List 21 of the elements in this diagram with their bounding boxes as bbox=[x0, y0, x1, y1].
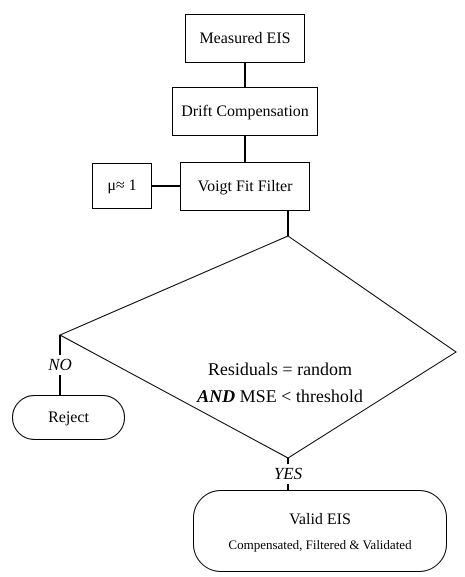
connector-line bbox=[244, 63, 246, 87]
node-text: Valid EIS bbox=[289, 510, 351, 530]
node-text: Voigt Fit Filter bbox=[198, 176, 292, 196]
process-box bbox=[172, 87, 318, 136]
terminal-box bbox=[193, 490, 447, 572]
node-text: Measured EIS bbox=[199, 28, 291, 48]
connector-line bbox=[287, 211, 289, 236]
node-text: Reject bbox=[48, 408, 89, 428]
process-box bbox=[185, 14, 305, 63]
edge-label: YES bbox=[272, 464, 304, 484]
edge-label: NO bbox=[47, 355, 73, 375]
process-box bbox=[92, 163, 152, 209]
connector-line bbox=[244, 136, 246, 162]
condition-text: AND MSE < threshold bbox=[197, 385, 363, 408]
node-subtext: Compensated, Filtered & Validated bbox=[228, 536, 412, 554]
connector-line bbox=[152, 185, 180, 187]
terminal-box bbox=[12, 395, 125, 440]
node-text: Drift Compensation bbox=[181, 102, 309, 122]
condition-text: Residuals = random bbox=[208, 358, 352, 381]
node-text: μ≈ 1 bbox=[107, 176, 137, 196]
process-box bbox=[180, 162, 310, 211]
